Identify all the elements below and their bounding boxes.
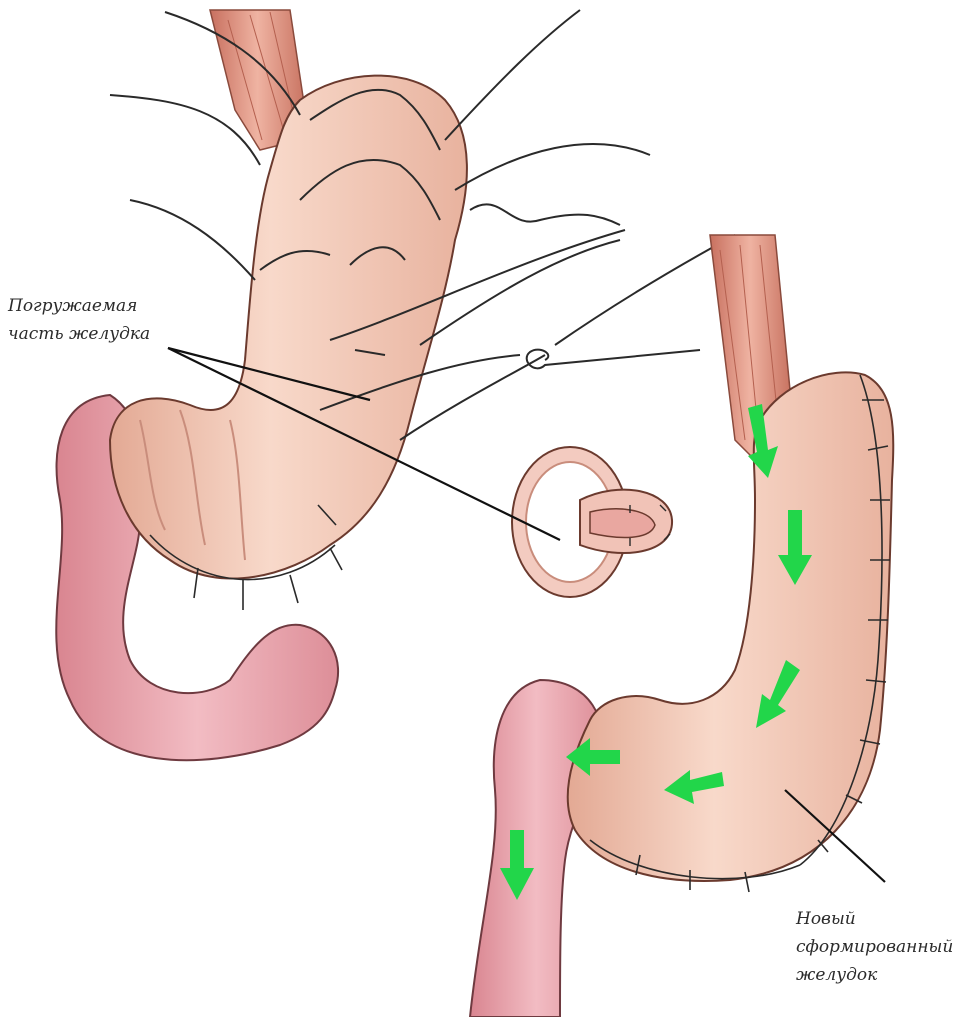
label-left-line1: Погружаемая: [8, 292, 150, 320]
label-right-line2: сформированный: [796, 933, 953, 961]
right-intestine: [470, 680, 603, 1017]
label-new-formed-stomach: Новый сформированный желудок: [796, 905, 953, 989]
label-right-line1: Новый: [796, 905, 953, 933]
label-left-line2: часть желудка: [8, 320, 150, 348]
right-new-stomach: [568, 372, 893, 881]
label-submerged-stomach-part: Погружаемая часть желудка: [8, 292, 150, 348]
cross-section-wrap: [512, 447, 672, 597]
label-right-line3: желудок: [796, 961, 953, 989]
left-stomach-body: [110, 76, 467, 579]
left-stomach-illustration: [56, 10, 735, 760]
